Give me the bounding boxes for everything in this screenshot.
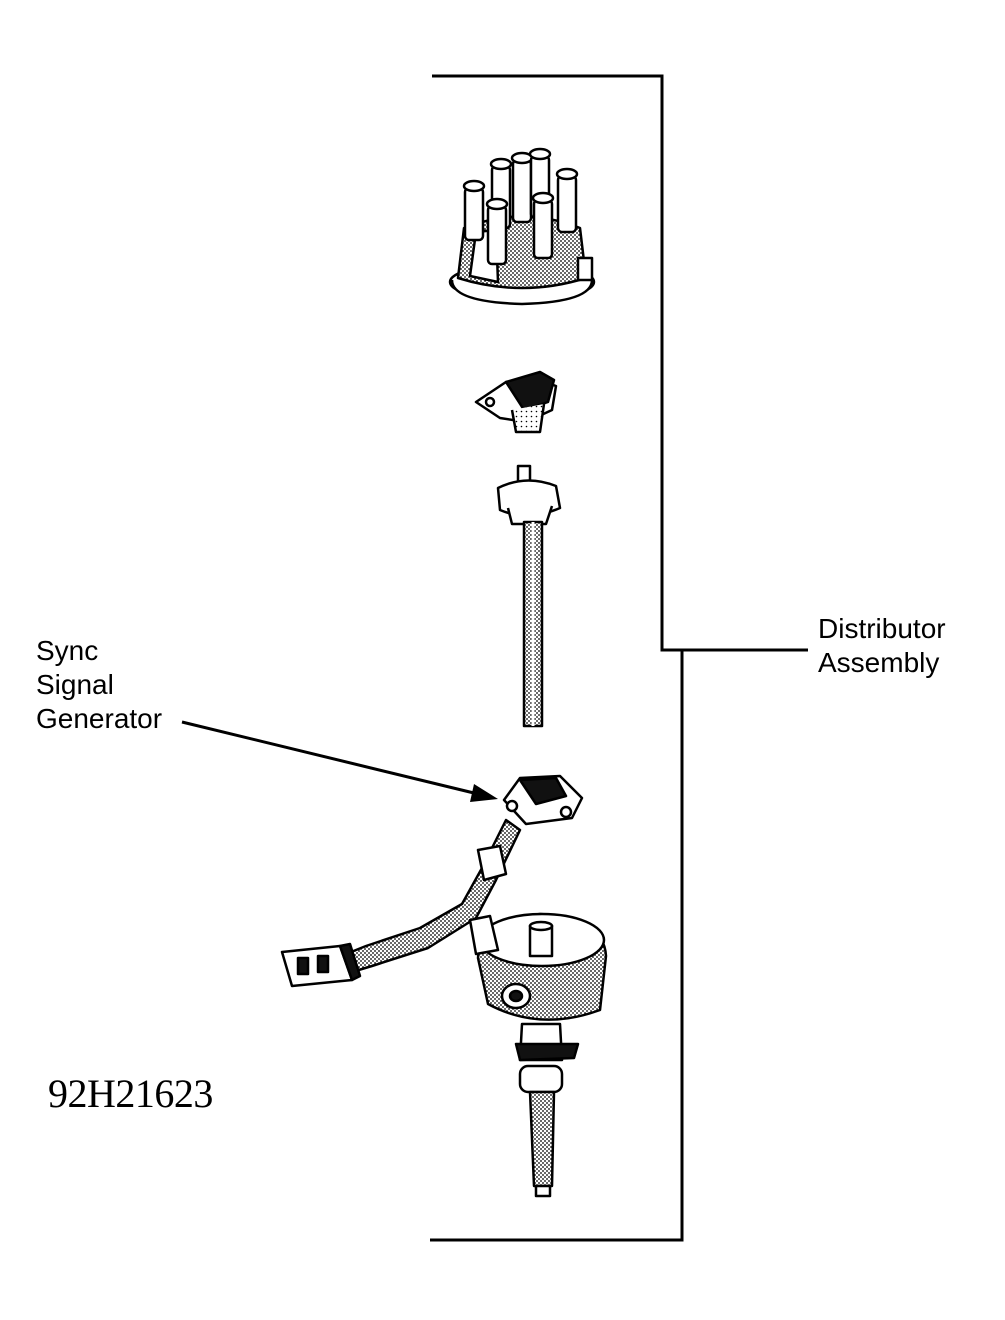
distributor-label-line1: Distributor: [818, 613, 946, 644]
sync-leader-arrow: [181, 720, 498, 802]
rotor: [474, 370, 558, 434]
sync-label-line2: Signal: [36, 669, 114, 700]
sync-label-line3: Generator: [36, 703, 163, 734]
figure-id: 92H21623: [48, 1071, 213, 1116]
distributor-cap: [448, 147, 596, 306]
shaft-with-reluctor: [496, 464, 562, 728]
distributor-label-line2: Assembly: [818, 647, 940, 678]
sync-label-line1: Sync: [36, 635, 99, 666]
sync-signal-generator: [502, 774, 584, 826]
assembly-bracket: [430, 74, 808, 1242]
distributor-housing: [468, 912, 608, 1198]
wiring-harness-connector: [280, 818, 522, 988]
